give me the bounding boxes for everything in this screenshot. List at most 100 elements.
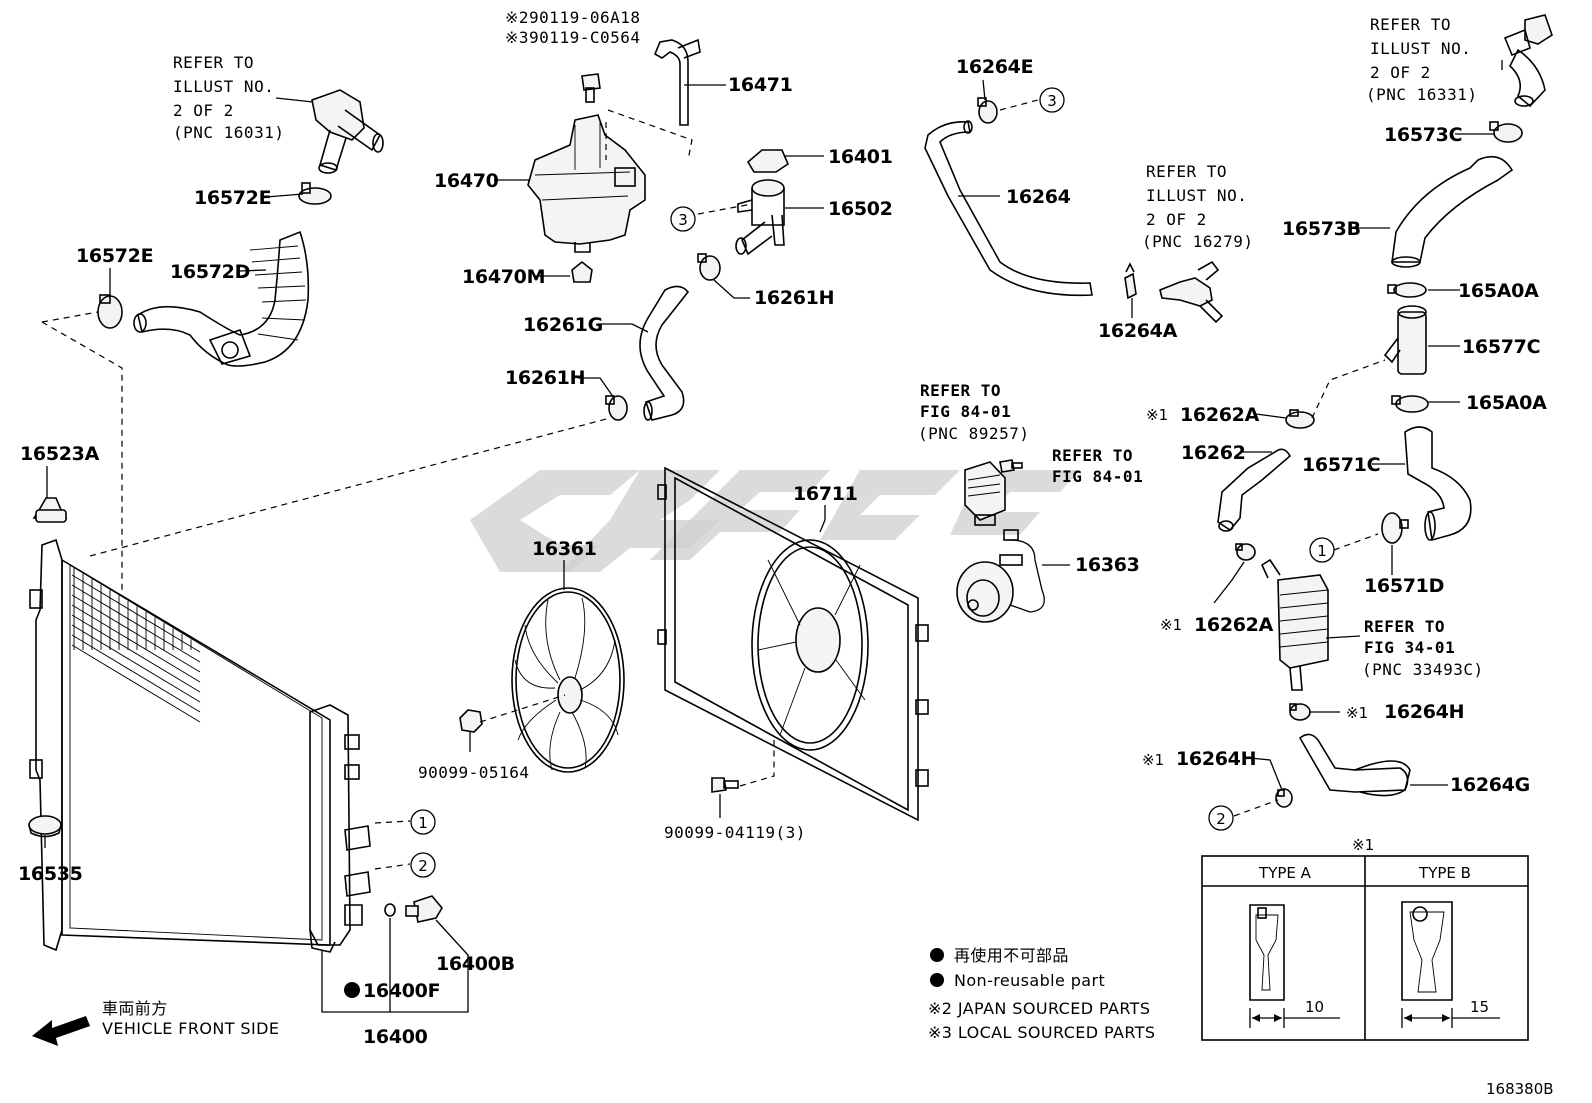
refer-16331: REFER TO ILLUST NO. 2 OF 2 (PNC 16331)	[1366, 15, 1477, 104]
label-16470M: 16470M	[462, 266, 545, 288]
label-16571D: 16571D	[1364, 575, 1444, 597]
svg-text:(PNC 89257): (PNC 89257)	[918, 424, 1029, 443]
refer-33493: REFER TO FIG 34-01 (PNC 33493C)	[1362, 617, 1483, 679]
svg-text:FIG 84-01: FIG 84-01	[920, 402, 1011, 421]
label-16400B: 16400B	[436, 953, 515, 975]
svg-text:10: 10	[1305, 998, 1324, 1016]
label-16264G: 16264G	[1450, 774, 1530, 796]
svg-text:1: 1	[418, 814, 428, 832]
mark1-16262A-lower: ※1	[1160, 616, 1182, 634]
figure-id: 168380B	[1486, 1080, 1554, 1098]
part-16031-water-outlet	[311, 89, 384, 174]
label-16573B: 16573B	[1282, 218, 1361, 240]
label-16262: 16262	[1181, 442, 1246, 464]
label-16470: 16470	[434, 170, 499, 192]
part-16261G-hose	[639, 285, 690, 421]
label-16262A-lower: 16262A	[1194, 614, 1274, 636]
core-tube-line	[71, 604, 201, 683]
label-16264H-upper: 16264H	[1384, 701, 1464, 723]
part-165A0A-clamp-upper	[1387, 282, 1427, 298]
part-number-labels: 16471 16470 16470M 16401 16502 16261H 16…	[18, 8, 1547, 1048]
core-tube-line	[71, 624, 201, 703]
label-16711: 16711	[793, 483, 858, 505]
radiator-assembly	[29, 538, 371, 953]
label-16471: 16471	[728, 74, 793, 96]
part-16264-hose	[924, 120, 1093, 297]
label-16502: 16502	[828, 198, 893, 220]
label-16261H-upper: 16261H	[754, 287, 834, 309]
core-tube-line	[71, 614, 201, 693]
svg-text:(PNC 16031): (PNC 16031)	[173, 123, 284, 142]
label-16401: 16401	[828, 146, 893, 168]
part-8401-screw	[999, 459, 1023, 473]
front-label-en: VEHICLE FRONT SIDE	[102, 1019, 279, 1038]
type-b-clamp: 15	[1401, 901, 1500, 1028]
part-16573C-clamp	[1489, 121, 1523, 143]
mark1-16264H-upper: ※1	[1346, 704, 1368, 722]
label-16571C: 16571C	[1302, 454, 1380, 476]
svg-text:REFER TO: REFER TO	[173, 53, 254, 72]
label-16264E: 16264E	[956, 56, 1033, 78]
label-16523A: 16523A	[20, 443, 100, 465]
part-16279-joint	[1159, 260, 1224, 324]
part-16711-shroud	[657, 466, 929, 822]
inset-type-a: TYPE A	[1258, 864, 1312, 882]
part-16572E-clamp-left	[97, 294, 123, 329]
part-16471-tube	[653, 38, 701, 126]
svg-text:REFER TO: REFER TO	[1364, 617, 1445, 636]
svg-text:REFER TO: REFER TO	[1370, 15, 1451, 34]
svg-text:(PNC 16331): (PNC 16331)	[1366, 85, 1477, 104]
refer-8401: REFER TO FIG 84-01	[1052, 446, 1143, 486]
nonreuse-dot	[344, 982, 360, 998]
label-16261G: 16261G	[523, 314, 603, 336]
part-16571C-hose	[1404, 426, 1472, 542]
legend-japan: ※2 JAPAN SOURCED PARTS	[928, 999, 1150, 1018]
label-16577C: 16577C	[1462, 336, 1540, 358]
vehicle-front-indicator: 車両前方 VEHICLE FRONT SIDE	[32, 999, 279, 1046]
note-390119: ※390119-C0564	[505, 28, 641, 47]
label-16572E-upper: 16572E	[194, 187, 271, 209]
part-16262A-clamp-lower	[1235, 543, 1256, 561]
label-16264H-lower: 16264H	[1176, 748, 1256, 770]
mark1-16264H-lower: ※1	[1142, 751, 1164, 769]
inset-title: ※1	[1352, 836, 1374, 854]
svg-text:3: 3	[678, 211, 688, 229]
label-90099-05164: 90099-05164	[418, 763, 529, 782]
part-16261H-clamp-upper	[697, 253, 721, 281]
refer-blocks: REFER TO ILLUST NO. 2 OF 2 (PNC 16031) R…	[173, 15, 1483, 679]
label-16400F: 16400F	[363, 980, 440, 1002]
svg-text:1: 1	[1317, 542, 1327, 560]
svg-text:3: 3	[1047, 92, 1057, 110]
inset-type-table: ※1 TYPE A TYPE B 10 15	[1201, 836, 1529, 1041]
part-16502-outlet	[735, 179, 785, 256]
part-16261H-clamp-lower	[605, 395, 628, 421]
part-16571D-clamp	[1381, 512, 1409, 544]
svg-text:2: 2	[1216, 810, 1226, 828]
circle-callouts: 1 2 3 3 1 2	[410, 87, 1335, 878]
core-tube-line	[71, 594, 201, 673]
label-16264: 16264	[1006, 186, 1071, 208]
part-90099-05164-nut	[459, 709, 483, 733]
legend: 再使用不可部品 Non-reusable part ※2 JAPAN SOURC…	[928, 946, 1155, 1042]
svg-text:2 OF 2: 2 OF 2	[173, 101, 234, 120]
svg-text:2 OF 2: 2 OF 2	[1146, 210, 1207, 229]
part-16577C-joint	[1383, 305, 1427, 375]
svg-text:FIG 34-01: FIG 34-01	[1364, 638, 1455, 657]
svg-text:15: 15	[1470, 998, 1489, 1016]
core-tube-line	[71, 644, 201, 723]
part-90119-bolt	[581, 73, 601, 103]
part-16264A-clip	[1124, 262, 1137, 300]
label-16572D: 16572D	[170, 261, 250, 283]
core-tube-line	[71, 574, 201, 653]
leader-lines	[41, 60, 1503, 1013]
inset-type-b: TYPE B	[1418, 864, 1471, 882]
label-90099-04119: 90099-04119(3)	[664, 823, 806, 842]
part-16264H-clamp-lower	[1275, 788, 1293, 808]
part-16331-fitting	[1503, 14, 1553, 108]
part-16572D-hose	[133, 230, 310, 367]
label-16363: 16363	[1075, 554, 1140, 576]
part-16361-fan	[511, 587, 625, 773]
part-16573B-hose	[1391, 155, 1514, 268]
refer-16031: REFER TO ILLUST NO. 2 OF 2 (PNC 16031)	[173, 53, 284, 142]
